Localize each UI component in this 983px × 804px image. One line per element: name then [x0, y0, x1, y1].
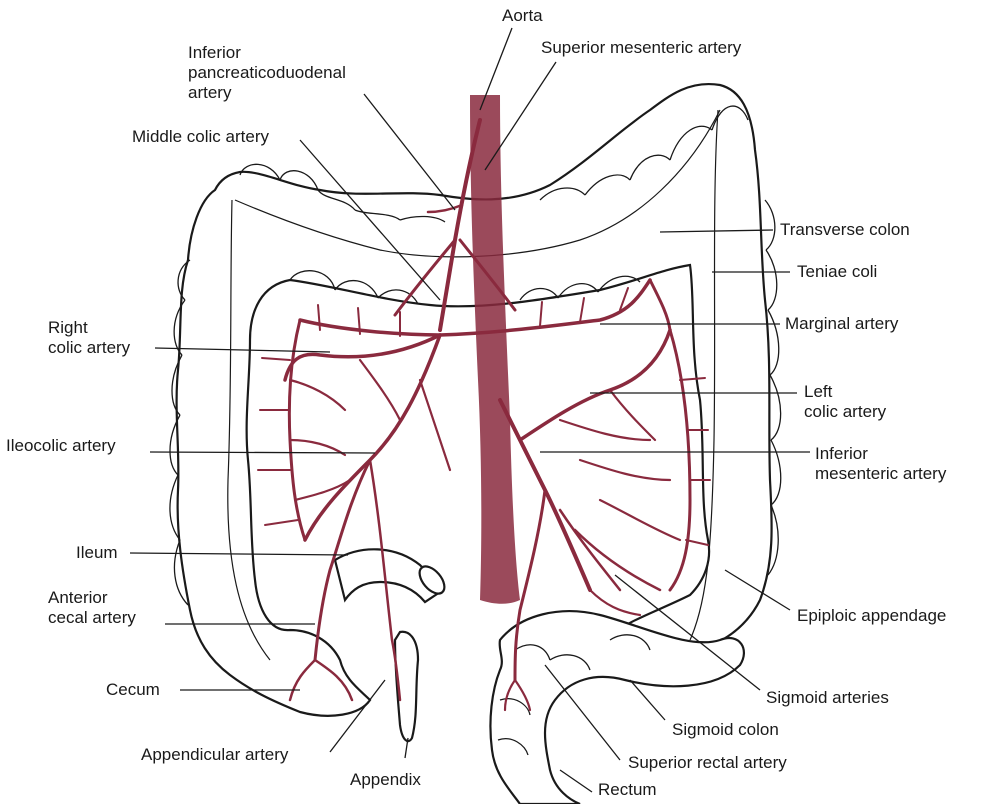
label-anterior-cecal-artery: Anterior cecal artery	[48, 588, 136, 628]
label-line: colic artery	[804, 402, 886, 422]
label-appendix: Appendix	[350, 770, 421, 790]
label-line: colic artery	[48, 338, 130, 358]
label-right-colic-artery: Right colic artery	[48, 318, 130, 358]
label-line: Left	[804, 382, 886, 402]
label-superior-rectal-artery: Superior rectal artery	[628, 753, 787, 773]
label-inferior-mesenteric-artery: Inferior mesenteric artery	[815, 444, 946, 484]
label-superior-mesenteric-artery: Superior mesenteric artery	[541, 38, 741, 58]
label-rectum: Rectum	[598, 780, 657, 800]
label-transverse-colon: Transverse colon	[780, 220, 910, 240]
label-ileum: Ileum	[76, 543, 118, 563]
label-line: Inferior	[815, 444, 946, 464]
label-teniae-coli: Teniae coli	[797, 262, 877, 282]
label-line: pancreaticoduodenal	[188, 63, 346, 83]
label-line: artery	[188, 83, 346, 103]
label-appendicular-artery: Appendicular artery	[141, 745, 288, 765]
label-ileocolic-artery: Ileocolic artery	[6, 436, 116, 456]
label-middle-colic-artery: Middle colic artery	[132, 127, 269, 147]
label-marginal-artery: Marginal artery	[785, 314, 898, 334]
label-cecum: Cecum	[106, 680, 160, 700]
label-aorta: Aorta	[502, 6, 543, 26]
label-left-colic-artery: Left colic artery	[804, 382, 886, 422]
label-sigmoid-colon: Sigmoid colon	[672, 720, 779, 740]
label-inferior-pancreaticoduodenal-artery: Inferior pancreaticoduodenal artery	[188, 43, 346, 103]
label-epiploic-appendage: Epiploic appendage	[797, 606, 946, 626]
label-line: Inferior	[188, 43, 346, 63]
label-line: Anterior	[48, 588, 136, 608]
label-line: cecal artery	[48, 608, 136, 628]
label-line: Right	[48, 318, 130, 338]
aorta-vessel	[470, 95, 520, 604]
label-sigmoid-arteries: Sigmoid arteries	[766, 688, 889, 708]
label-line: mesenteric artery	[815, 464, 946, 484]
